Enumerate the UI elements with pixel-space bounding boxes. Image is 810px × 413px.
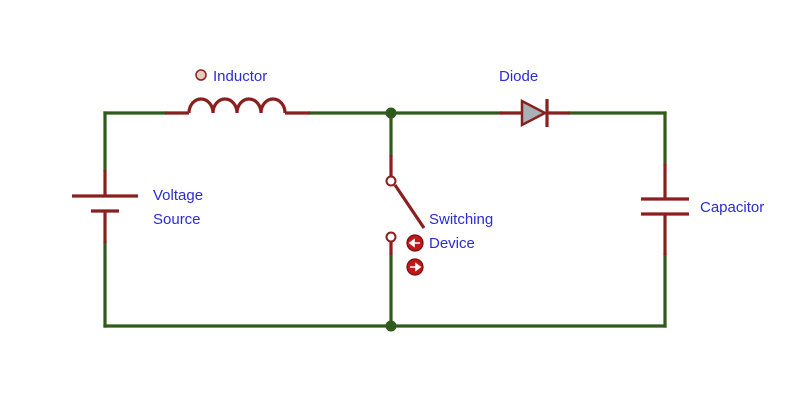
diode-label: Diode [499, 68, 538, 85]
capacitor-symbol [641, 164, 689, 255]
switching-device-label-line2: Device [429, 235, 475, 252]
switching-device-label-line1: Switching [429, 211, 493, 228]
capacitor-label: Capacitor [700, 199, 764, 216]
diode-triangle-icon [520, 98, 548, 128]
inductor-label: Inductor [213, 68, 267, 85]
junction-bottom [385, 320, 397, 332]
voltage-source-label-line2: Source [153, 211, 201, 228]
switching-device-symbol [385, 155, 426, 276]
junction-top [385, 107, 397, 119]
voltage-source-label-line1: Voltage [153, 187, 203, 204]
switch-close-button[interactable] [406, 234, 424, 252]
switch-open-button[interactable] [406, 258, 424, 276]
wires [103, 111, 667, 328]
arrow-left-icon [408, 238, 420, 248]
diode-symbol [500, 98, 570, 128]
inductor-symbol [165, 69, 310, 115]
inductor-pin-icon [195, 69, 207, 81]
arrow-right-icon [410, 262, 422, 272]
voltage-source-symbol [72, 170, 138, 243]
